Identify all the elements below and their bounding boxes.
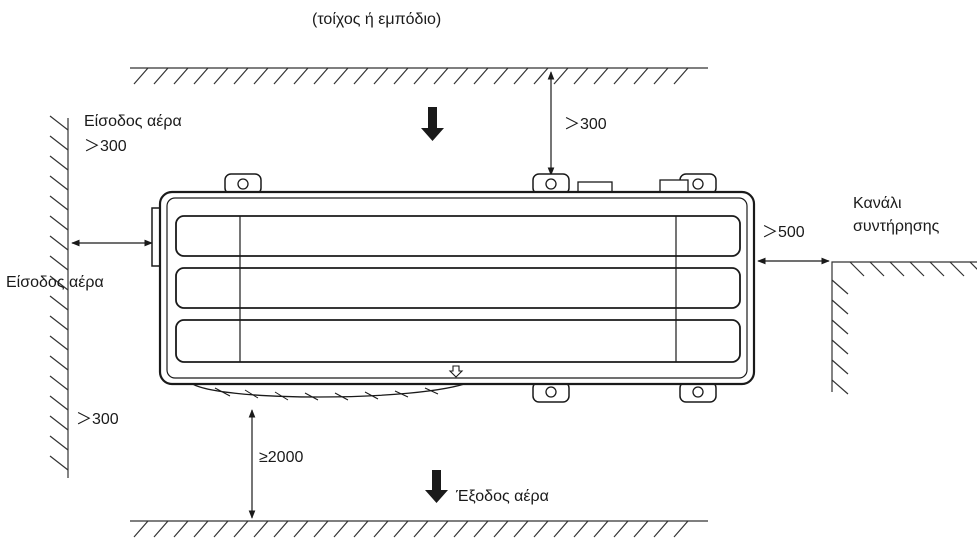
airflow-in-arrow — [421, 107, 444, 141]
right-clearance-label: ＞500 — [762, 224, 805, 241]
top-obstacle-label: (τοίχος ή εμπόδιο) — [312, 11, 441, 28]
outdoor-unit — [151, 173, 756, 403]
maintenance-label-line1: Κανάλι — [853, 195, 902, 212]
air-inlet-top-label: Είσοδος αέρα — [84, 113, 182, 130]
airflow-out-arrow — [425, 470, 448, 503]
maintenance-label-line2: συντήρησης — [853, 218, 940, 235]
left-lower-clearance-label: ＞300 — [76, 411, 119, 428]
bottom-wall — [130, 520, 708, 538]
right-wall — [831, 261, 977, 395]
top-wall — [130, 67, 708, 85]
air-outlet-label: Έξοδος αέρα — [455, 488, 549, 505]
bottom-clearance-label: ≥2000 — [259, 449, 303, 466]
left-wall — [49, 115, 69, 478]
top-clearance-label: ＞300 — [564, 116, 607, 133]
air-inlet-left-label: Είσοδος αέρα — [6, 274, 104, 291]
left-upper-clearance-label: ＞300 — [84, 138, 127, 155]
